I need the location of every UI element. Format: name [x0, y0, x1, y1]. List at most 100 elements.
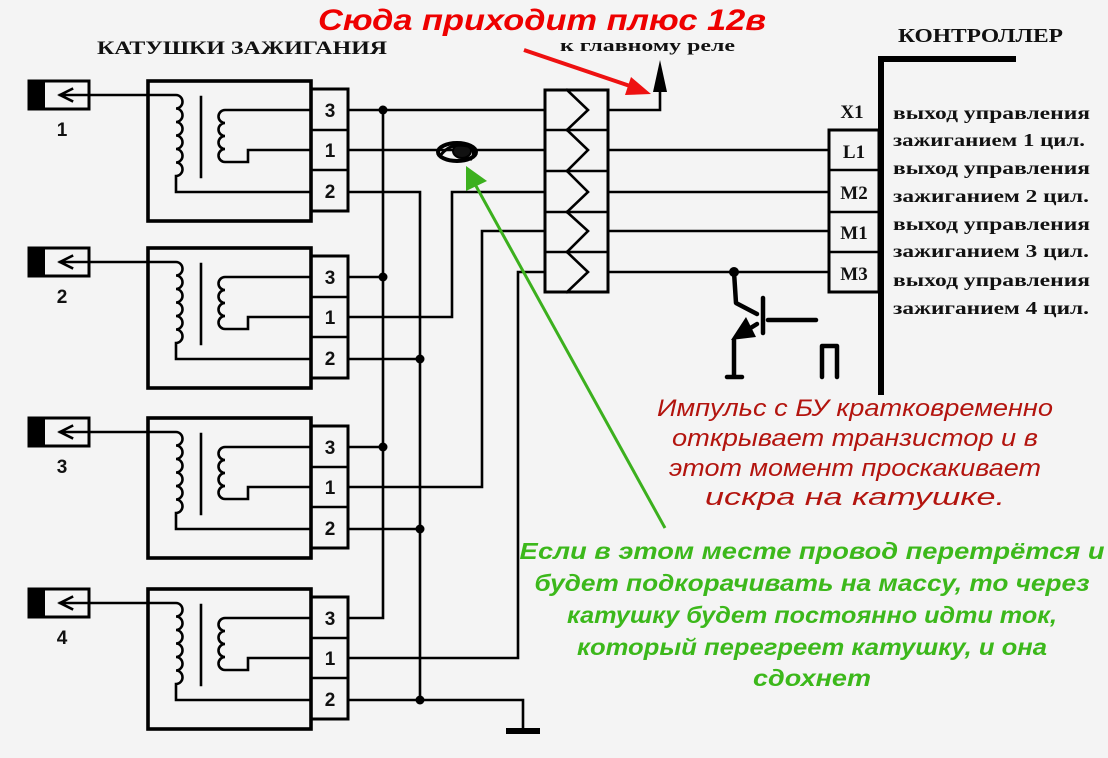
controller-heading: КОНТРОЛЛЕР — [898, 25, 1063, 47]
connector-dividers — [543, 128, 610, 254]
controller-pin-description: выход управления — [893, 103, 1090, 123]
plus-12v-title: Сюда приходит плюс 12в — [318, 4, 766, 37]
coil-terminal-label: 3 — [325, 268, 336, 289]
wire-coil4-terminal2-ground — [346, 698, 525, 732]
controller-pin-description: выход управления — [893, 270, 1090, 290]
spark-arrow-icon — [57, 595, 91, 611]
coil-terminal-label: 3 — [325, 609, 336, 630]
ignition-coil-3: 3 3 1 2 — [27, 416, 350, 560]
coil-number-label: 4 — [57, 628, 68, 649]
coil-terminal-label: 1 — [325, 649, 336, 670]
controller-pin-description: зажиганием 3 цил. — [893, 241, 1089, 261]
wire-coil3-terminal1 — [346, 229, 547, 489]
relay-arrow-icon — [653, 60, 667, 92]
coil-number-label: 2 — [57, 287, 68, 308]
junction-dot — [415, 354, 425, 364]
green-arrow-line — [474, 185, 667, 529]
controller-pin-description: зажиганием 1 цил. — [893, 130, 1085, 150]
coil-terminal-label: 1 — [325, 478, 336, 499]
high-voltage-winding — [87, 260, 313, 361]
fault-note-line: будет подкорачивать на массу, то через — [535, 570, 1090, 596]
short-circuit-mark — [436, 141, 478, 163]
low-voltage-winding — [217, 616, 313, 672]
coil-terminal-label: 2 — [325, 182, 336, 203]
controller-pin-label: M3 — [840, 264, 867, 285]
green-arrow-head-icon — [466, 166, 487, 191]
terminal-dividers — [309, 128, 350, 172]
coil-number-label: 3 — [57, 457, 68, 478]
transistor-icon — [724, 267, 819, 380]
spark-arrow-icon — [57, 87, 91, 103]
connector-pin-icon — [565, 250, 590, 294]
fault-note-line: сдохнет — [753, 665, 871, 691]
controller: X1 L1 M2 M1 M3 выход управления зажигани… — [827, 56, 1090, 395]
coil-number-label: 1 — [57, 120, 68, 141]
junction-dot — [415, 524, 425, 534]
wire-coil2-terminal1 — [346, 190, 547, 319]
coil-terminal-label: 1 — [325, 141, 336, 162]
transistor-note-line: Импульс с БУ кратковременно — [657, 395, 1053, 422]
controller-pin-label: M1 — [840, 223, 867, 244]
terminal-dividers — [309, 465, 350, 509]
plus-12v-arrow — [523, 48, 651, 95]
fault-note-line: который перегреет катушку, и она — [577, 634, 1047, 660]
spark-plug-insulator — [29, 589, 45, 617]
ignition-coil-1: 1 3 1 2 — [27, 79, 350, 223]
bus-terminal3 — [346, 108, 385, 620]
pulse-symbol-icon — [819, 343, 840, 380]
coil-terminal-label: 3 — [325, 438, 336, 459]
junction-dot — [378, 442, 388, 452]
red-arrow-line — [523, 48, 631, 88]
controller-pin-description: зажиганием 2 цил. — [893, 186, 1089, 206]
spark-arrow-icon — [57, 254, 91, 270]
ignition-coil-2: 2 3 1 2 — [27, 246, 350, 390]
transistor-ground-icon — [724, 337, 745, 380]
connector-pin-icon — [565, 210, 590, 254]
connector-block — [543, 88, 610, 294]
spark-plug-insulator — [29, 418, 45, 446]
controller-outline — [878, 56, 1016, 395]
wire-coil4-terminal1 — [346, 270, 547, 660]
high-voltage-winding — [87, 601, 313, 702]
high-voltage-winding — [87, 93, 313, 194]
ignition-coil-4: 4 3 1 2 — [27, 587, 350, 731]
controller-pin-dividers — [827, 168, 881, 254]
wiring — [346, 60, 831, 734]
coil-terminal-label: 2 — [325, 690, 336, 711]
main-relay-label: к главному реле — [560, 36, 736, 55]
connector-housing — [543, 88, 610, 294]
controller-pin-description: зажиганием 4 цил. — [893, 298, 1089, 318]
controller-pin-description: выход управления — [893, 214, 1090, 234]
transistor-emitter-arrow-icon — [731, 317, 756, 340]
connector-pin-icon — [565, 88, 590, 132]
spark-plug-insulator — [29, 248, 45, 276]
controller-connector-label: X1 — [840, 102, 863, 123]
spark-plug-insulator — [29, 81, 45, 109]
junction-dot — [378, 105, 388, 115]
terminal-dividers — [309, 636, 350, 680]
coil-terminal-label: 1 — [325, 308, 336, 329]
transistor-note-line: открывает транзистор и в — [672, 425, 1038, 452]
coil-terminal-label: 2 — [325, 349, 336, 370]
junction-dot — [378, 272, 388, 282]
ignition-coils: 1 3 1 2 2 3 1 2 3 3 1 2 4 3 1 2 — [27, 79, 350, 731]
coil-terminal-label: 3 — [325, 101, 336, 122]
fault-note-line: Если в этом месте провод перетрётся и — [520, 538, 1105, 564]
fault-location-arrow — [466, 166, 667, 529]
junction-dot — [415, 695, 425, 705]
spark-arrow-icon — [57, 424, 91, 440]
connector-pin-icon — [565, 128, 590, 173]
low-voltage-winding — [217, 445, 313, 501]
low-voltage-winding — [217, 275, 313, 331]
coils-heading: КАТУШКИ ЗАЖИГАНИЯ — [97, 38, 387, 59]
fault-note-line: катушку будет постоянно идти ток, — [567, 602, 1057, 628]
coil-terminal-label: 2 — [325, 519, 336, 540]
transistor-note-line: искра на катушке. — [705, 484, 1005, 511]
red-arrow-head-icon — [625, 77, 651, 95]
low-voltage-winding — [217, 108, 313, 164]
controller-pin-description: выход управления — [893, 158, 1090, 178]
transistor-note: Импульс с БУ кратковременно открывает тр… — [657, 395, 1053, 511]
high-voltage-winding — [87, 430, 313, 531]
terminal-dividers — [309, 295, 350, 339]
